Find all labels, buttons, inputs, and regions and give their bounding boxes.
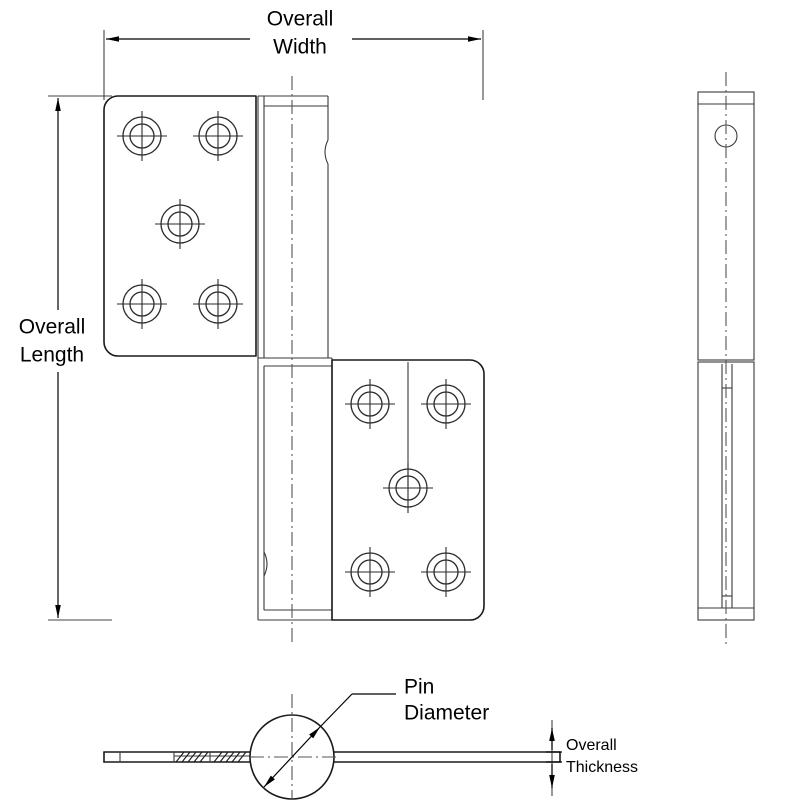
overall-thickness-label-line2: Thickness <box>566 759 638 776</box>
screw-hole <box>421 379 471 429</box>
knuckle-left-notch-lower <box>263 551 268 577</box>
overall-length-label-line2: Length <box>20 344 84 367</box>
screw-hole <box>193 279 243 329</box>
overall-length-label-line1: Overall <box>19 316 86 339</box>
pin-section-view <box>103 694 561 800</box>
pin-diameter-label-line1: Pin <box>404 676 434 699</box>
screw-hole <box>383 463 433 513</box>
screw-hole <box>345 547 395 597</box>
overall-thickness-label-line1: Overall <box>566 737 617 754</box>
side-elevation-view <box>697 72 755 644</box>
pin-diameter-label-line2: Diameter <box>404 702 489 725</box>
overall-width-label-line1: Overall <box>267 8 334 31</box>
screw-hole <box>117 279 167 329</box>
overall-length-dimension: Overall Length <box>19 95 112 621</box>
front-view-lower-leaf <box>331 359 485 621</box>
front-view-knuckle <box>257 76 333 646</box>
knuckle-right-notch-upper <box>324 139 329 165</box>
overall-width-dimension: Overall Width <box>103 8 484 100</box>
screw-hole <box>345 379 395 429</box>
screw-hole <box>421 547 471 597</box>
lower-leaf-outline <box>331 359 485 621</box>
screw-hole <box>193 111 243 161</box>
pin-diameter-leader-segment <box>319 693 353 728</box>
overall-thickness-dimension: Overall Thickness <box>546 720 638 796</box>
screw-hole <box>117 111 167 161</box>
front-view-upper-leaf <box>103 95 257 357</box>
pin-diameter-dimension: Pin Diameter <box>263 676 489 788</box>
upper-leaf-outline <box>103 95 257 357</box>
section-hatch-block-right <box>213 751 247 763</box>
pin-diameter-arrow-line <box>263 726 321 788</box>
screw-hole <box>155 199 205 249</box>
section-hatch-block-left <box>175 751 209 763</box>
overall-width-label-line2: Width <box>273 36 327 59</box>
